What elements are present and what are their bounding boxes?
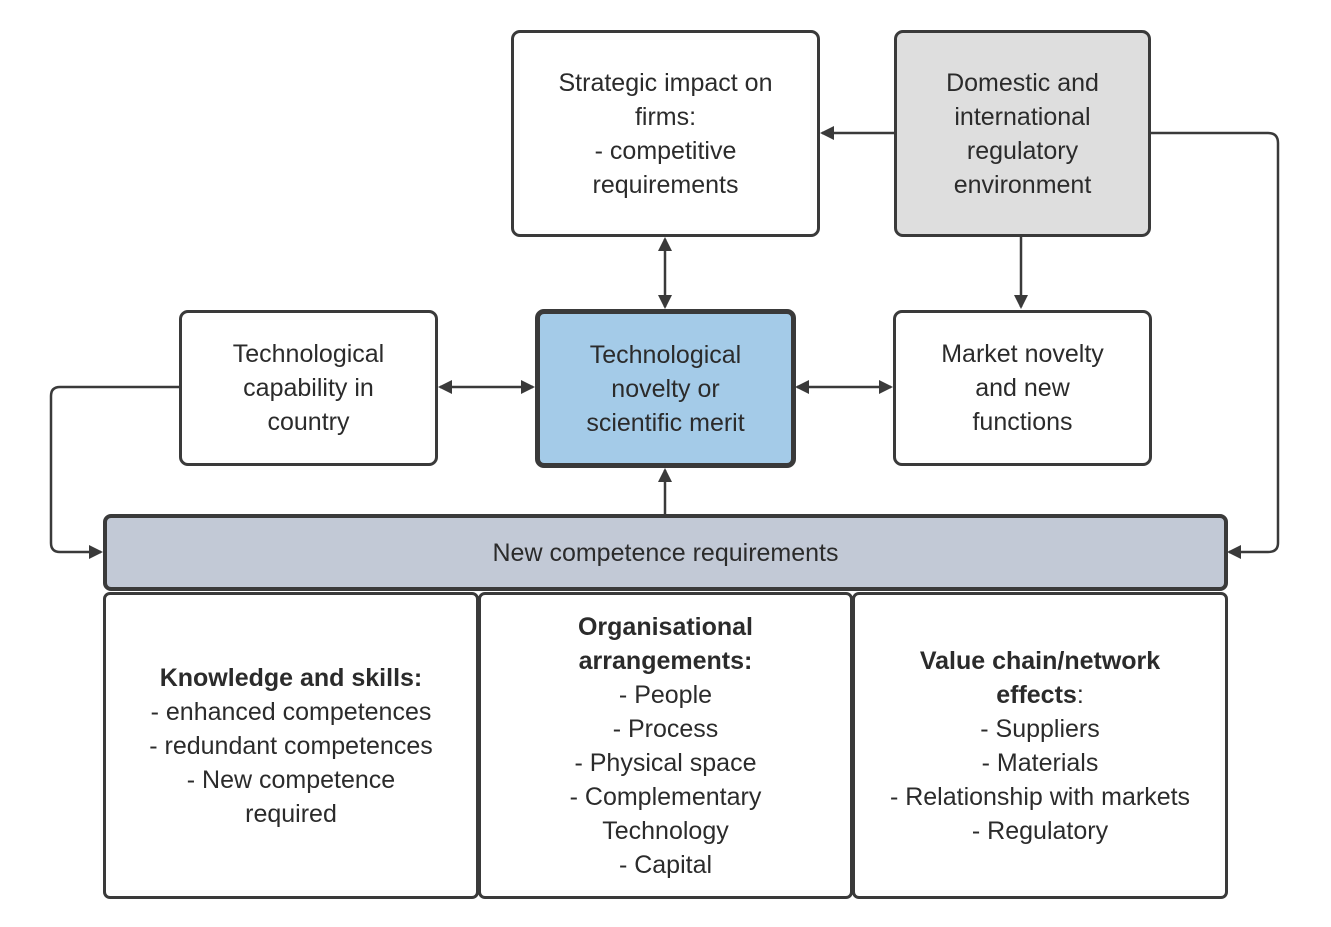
organisational-item: - Physical space [574,748,757,777]
capability-line: capability in [243,374,374,402]
knowledge-item: required [245,799,337,828]
strategic-line: Strategic impact on [558,68,773,97]
regulatory-line: Domestic and [946,68,1099,97]
regulatory-line: regulatory [966,136,1079,165]
capability-line: Technological [232,340,385,368]
organisational-item: - People [618,680,713,709]
organisational-item: Technology [602,816,729,845]
valuechain-heading-bold: effects [996,680,1077,709]
organisational-item: - Complementary [569,782,762,811]
valuechain-item: - Relationship with markets [889,782,1191,811]
regulatory-line: international [954,102,1091,131]
arrow-regulatory-to-competence [1150,131,1280,559]
organisational-arrangements-box: Organisational arrangements: - People - … [478,592,853,899]
strategic-impact-box: Strategic impact on firms: - competitive… [511,30,820,237]
knowledge-item: - redundant competences [149,731,433,760]
strategic-line: - competitive [594,136,737,165]
knowledge-item: - New competence [186,765,396,794]
organisational-heading: Organisational [577,612,754,641]
value-chain-box: Value chain/network effects: - Suppliers… [852,592,1228,899]
technological-novelty-box: Technological novelty or scientific meri… [535,309,796,468]
organisational-item: - Capital [618,850,713,879]
market-novelty-box: Market novelty and new functions [893,310,1152,466]
strategic-line: firms: [634,102,697,131]
valuechain-heading-suffix: : [1076,680,1084,709]
new-competence-label: New competence requirements [492,538,839,567]
valuechain-item: - Suppliers [980,714,1100,743]
novelty-line: novelty or [611,374,720,403]
arrow-capability-to-competence [49,385,181,559]
knowledge-item: - enhanced competences [150,697,432,726]
technological-capability-box: Technological capability in country [179,310,438,466]
valuechain-item: - Materials [981,748,1099,777]
organisational-item: - Process [612,714,719,743]
valuechain-item: - Regulatory [971,816,1109,845]
market-line: functions [972,408,1073,436]
valuechain-heading-line2: effects: [890,678,1190,712]
market-line: and new [975,374,1070,402]
novelty-line: Technological [589,340,742,369]
novelty-line: scientific merit [586,408,745,437]
valuechain-heading: Value chain/network [919,646,1161,675]
knowledge-heading: Knowledge and skills: [159,663,423,692]
organisational-heading: arrangements: [578,646,753,675]
market-line: Market novelty [941,340,1104,368]
regulatory-line: environment [953,170,1092,199]
strategic-line: requirements [592,170,739,199]
regulatory-environment-box: Domestic and international regulatory en… [894,30,1151,237]
capability-line: country [267,408,350,436]
new-competence-bar: New competence requirements [103,514,1228,591]
knowledge-skills-box: Knowledge and skills: - enhanced compete… [103,592,479,899]
